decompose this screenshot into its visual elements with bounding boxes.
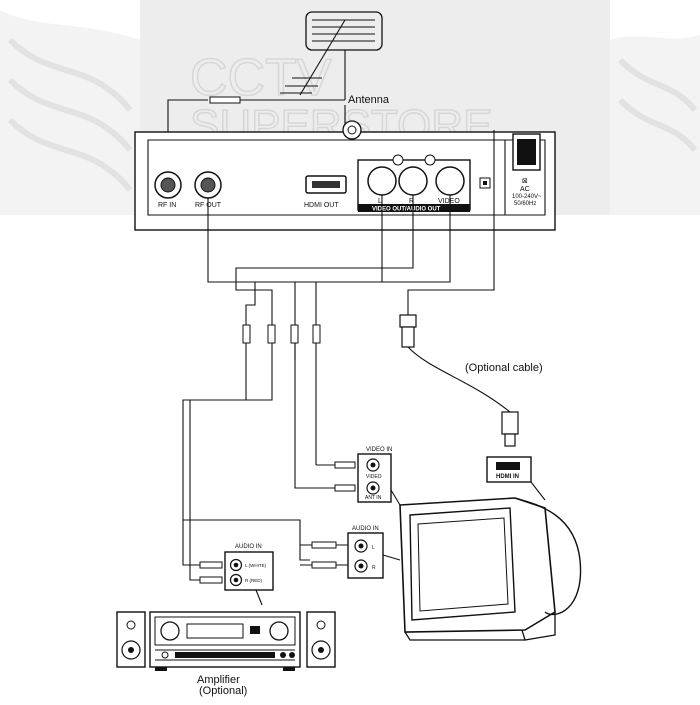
weee-icon: ⊠: [522, 178, 528, 185]
cables: [182, 130, 519, 581]
tv-video-panel-title: VIDEO IN: [366, 447, 392, 453]
av-video-label: VIDEO: [438, 198, 460, 205]
optional-cable-label: (Optional cable): [465, 362, 543, 374]
amp-audio-panel-title: AUDIO IN: [235, 544, 262, 550]
av-r-label: R: [409, 198, 414, 205]
hdmi-in-panel: HDMI IN: [486, 456, 546, 501]
tv-audio-panel-title: AUDIO IN: [352, 526, 379, 532]
antenna-plug-icon: [209, 96, 241, 104]
television: [399, 497, 582, 641]
tv-video-panel: VIDEO IN VIDEO ANT IN: [334, 447, 401, 506]
amplifier-optional-label: (Optional): [199, 685, 247, 697]
tv-ant-in-label: ANT IN: [365, 495, 382, 501]
tv-video-label: VIDEO: [366, 474, 382, 480]
hdmi-in-label: HDMI IN: [496, 474, 519, 480]
hdmi-out-label: HDMI OUT: [304, 202, 339, 209]
amplifier-label: Amplifier: [197, 674, 240, 686]
video-port-icon: [435, 166, 465, 196]
amp-audio-r-label: R (RED): [245, 578, 262, 583]
audio-l-port-icon: [367, 166, 397, 196]
tv-audio-r-label: R: [372, 565, 376, 571]
ac-label-1: AC: [520, 186, 530, 193]
antenna: Antenna: [280, 11, 390, 106]
av-bar-label: VIDEO OUT/AUDIO OUT: [372, 207, 441, 213]
ac-label-3: 50/60Hz: [514, 201, 536, 207]
tv-audio-l-label: L: [372, 545, 375, 551]
antenna-label: Antenna: [348, 94, 390, 106]
ac-label-2: 100-240V~: [512, 194, 542, 200]
tv-audio-panel: AUDIO IN L R: [311, 526, 401, 579]
amp-audio-panel: AUDIO IN L (WHITE) R (RED): [199, 544, 274, 606]
amplifier: Amplifier (Optional): [116, 611, 336, 697]
rf-in-label: RF IN: [158, 202, 176, 209]
amp-audio-l-label: L (WHITE): [245, 563, 267, 568]
audio-r-port-icon: [398, 166, 428, 196]
receiver-back-panel: RF IN RF OUT HDMI OUT L R VIDEO VIDEO OU…: [134, 120, 556, 231]
av-l-label: L: [378, 198, 382, 205]
